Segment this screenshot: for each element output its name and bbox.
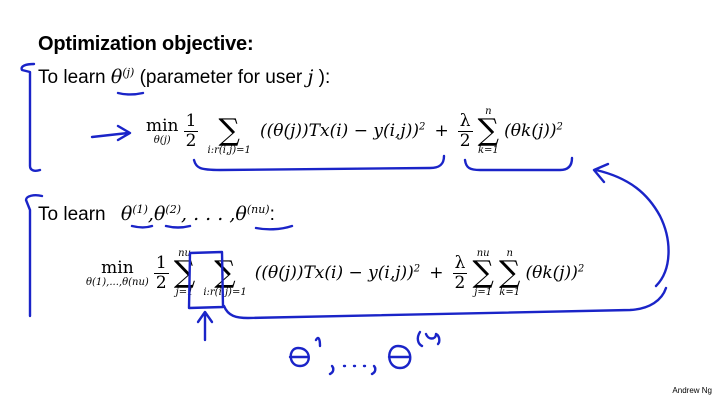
heading-suffix-2: :	[269, 204, 275, 225]
ellipsis: , . . . ,	[181, 203, 236, 225]
min-operator-2: min θ(1),...,θ(nu)	[86, 257, 149, 288]
ink-note-comma-2	[370, 364, 377, 376]
lambda-over-two: λ 2	[457, 110, 473, 151]
learn-prefix-2: To learn	[38, 204, 111, 225]
sum-over-features-2: n ∑ k=1	[498, 248, 521, 298]
slide-title: Optimization objective:	[38, 33, 254, 55]
user-index: j	[307, 66, 314, 88]
theta-j: θ(j)	[110, 66, 135, 88]
regularization-term: (θk(j))2	[504, 121, 563, 141]
ink-underline-t2	[164, 224, 192, 229]
author-credit: Andrew Ng	[672, 386, 712, 395]
ink-arrow-1	[90, 124, 132, 142]
sum-over-users-reg: nu ∑ j=1	[472, 248, 494, 298]
heading-suffix: ):	[313, 67, 331, 88]
ink-bracket-bottom	[24, 194, 44, 318]
min-operator: min θ(j)	[146, 115, 179, 146]
parameter-text: (parameter for user	[134, 67, 308, 88]
regularization-term-2: (θk(j))2	[525, 263, 585, 283]
learn-prefix: To learn	[38, 67, 111, 88]
ink-underline-theta-j	[116, 91, 145, 96]
sum-over-rated-items-2: ∑ i:r(i,j)=1	[203, 255, 247, 299]
theta-1: θ(1)	[120, 203, 148, 225]
theta-nu: θ(nu)	[235, 203, 270, 225]
sum-over-features: n ∑ k=1	[477, 106, 500, 156]
ink-up-arrow	[196, 310, 214, 342]
learn-all-users-heading: To learn θ(1),θ(2), . . . ,θ(nu):	[38, 203, 275, 226]
sum-over-rated-items: ∑ i:r(i,j)=1	[207, 113, 251, 157]
learn-single-user-heading: To learn θ(j) (parameter for user j ):	[38, 66, 330, 89]
ink-underline-t1	[130, 224, 154, 229]
squared-error-term: ((θ(j))Tx(i) − y(i,j))2	[260, 121, 426, 141]
ink-note-theta-nu	[387, 330, 441, 370]
ink-box-sum-users	[187, 250, 225, 310]
lambda-over-two-2: λ 2	[452, 252, 468, 293]
ink-note-theta1	[288, 336, 322, 368]
one-half: 1 2	[183, 110, 199, 151]
comma: ,	[147, 203, 154, 225]
objective-all-users: min θ(1),...,θ(nu) 1 2 nu ∑ j=1 ∑ i:r(i,…	[86, 248, 584, 298]
ink-underbrace-reg	[463, 156, 574, 172]
ink-curved-arrow	[592, 162, 670, 288]
ink-underbrace-all	[222, 286, 668, 320]
ink-bracket-top	[20, 62, 42, 172]
theta-2: θ(2)	[153, 203, 182, 225]
one-half-2: 1 2	[153, 252, 169, 293]
objective-single-user: min θ(j) 1 2 ∑ i:r(i,j)=1 ((θ(j))Tx(i) −…	[146, 106, 563, 156]
ink-underbrace-sum	[192, 154, 446, 172]
ink-note-comma	[328, 364, 335, 376]
ink-underline-t3	[254, 224, 294, 231]
squared-error-term-2: ((θ(j))Tx(i) − y(i,j))2	[254, 263, 421, 283]
plus-sign-2: +	[429, 263, 444, 283]
plus-sign: +	[434, 121, 449, 141]
